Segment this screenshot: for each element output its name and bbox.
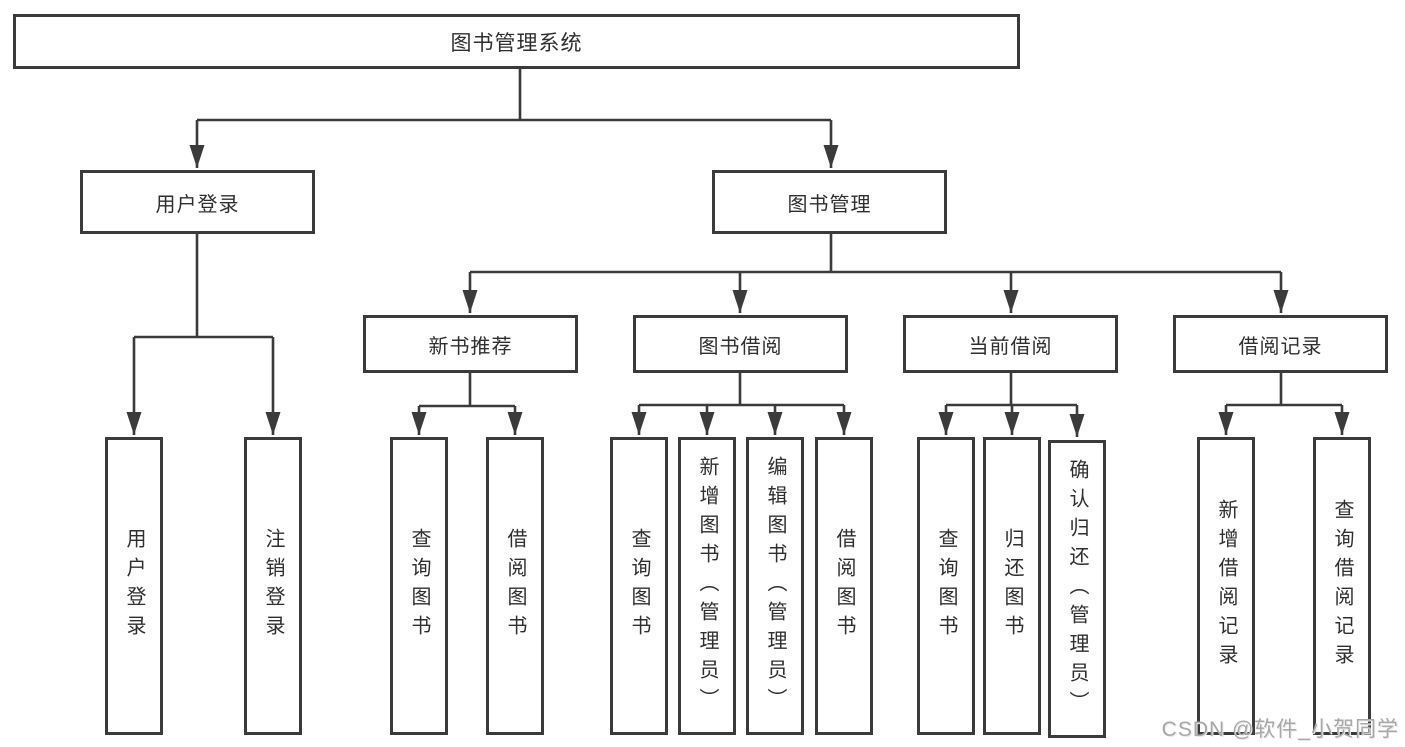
node-book-management: 图书管理 [712, 170, 947, 234]
node-leaf-borrow-books-1: 借阅图书 [486, 437, 544, 735]
node-current-borrowing: 当前借阅 [903, 315, 1118, 373]
node-label: 新增借阅记录 [1215, 499, 1237, 673]
node-label: 编辑图书（管理员） [764, 455, 786, 717]
node-leaf-query-borrow-record: 查询借阅记录 [1313, 437, 1371, 735]
node-borrow-records: 借阅记录 [1173, 315, 1388, 373]
node-label: 归还图书 [1001, 528, 1023, 644]
node-label: 查询图书 [408, 528, 430, 644]
node-system-root: 图书管理系统 [13, 14, 1020, 69]
node-label: 新增图书（管理员） [696, 455, 718, 717]
node-leaf-query-books-3: 查询图书 [917, 437, 975, 735]
node-label: 查询图书 [935, 528, 957, 644]
node-book-borrowing: 图书借阅 [633, 315, 848, 373]
node-leaf-confirm-return-admin: 确认归还（管理员） [1048, 440, 1106, 738]
watermark: CSDN @软件_小贺同学 [1161, 718, 1399, 741]
node-label: 图书管理系统 [450, 31, 583, 55]
node-leaf-query-books-2: 查询图书 [610, 437, 668, 735]
node-label: 当前借阅 [968, 335, 1053, 358]
node-label: 借阅图书 [504, 528, 526, 644]
node-label: 查询借阅记录 [1331, 499, 1353, 673]
node-leaf-edit-books-admin: 编辑图书（管理员） [746, 437, 804, 735]
node-label: 借阅记录 [1238, 335, 1323, 358]
node-label: 图书管理 [787, 193, 872, 216]
node-label: 查询图书 [628, 528, 650, 644]
node-leaf-logout: 注销登录 [244, 437, 302, 735]
node-new-book-recommend: 新书推荐 [363, 315, 578, 373]
node-label: 注销登录 [262, 528, 284, 644]
node-leaf-user-login: 用户登录 [105, 437, 163, 735]
node-label: 用户登录 [123, 528, 145, 644]
node-label: 新书推荐 [428, 335, 513, 358]
node-leaf-borrow-books-2: 借阅图书 [815, 437, 873, 735]
node-label: 图书借阅 [698, 335, 783, 358]
node-label: 借阅图书 [833, 528, 855, 644]
node-label: 确认归还（管理员） [1066, 458, 1088, 720]
node-user-login: 用户登录 [80, 170, 315, 234]
node-leaf-query-books-1: 查询图书 [390, 437, 448, 735]
node-leaf-add-borrow-record: 新增借阅记录 [1197, 437, 1255, 735]
node-leaf-add-books-admin: 新增图书（管理员） [678, 437, 736, 735]
node-label: 用户登录 [155, 193, 240, 216]
node-leaf-return-books: 归还图书 [983, 437, 1041, 735]
